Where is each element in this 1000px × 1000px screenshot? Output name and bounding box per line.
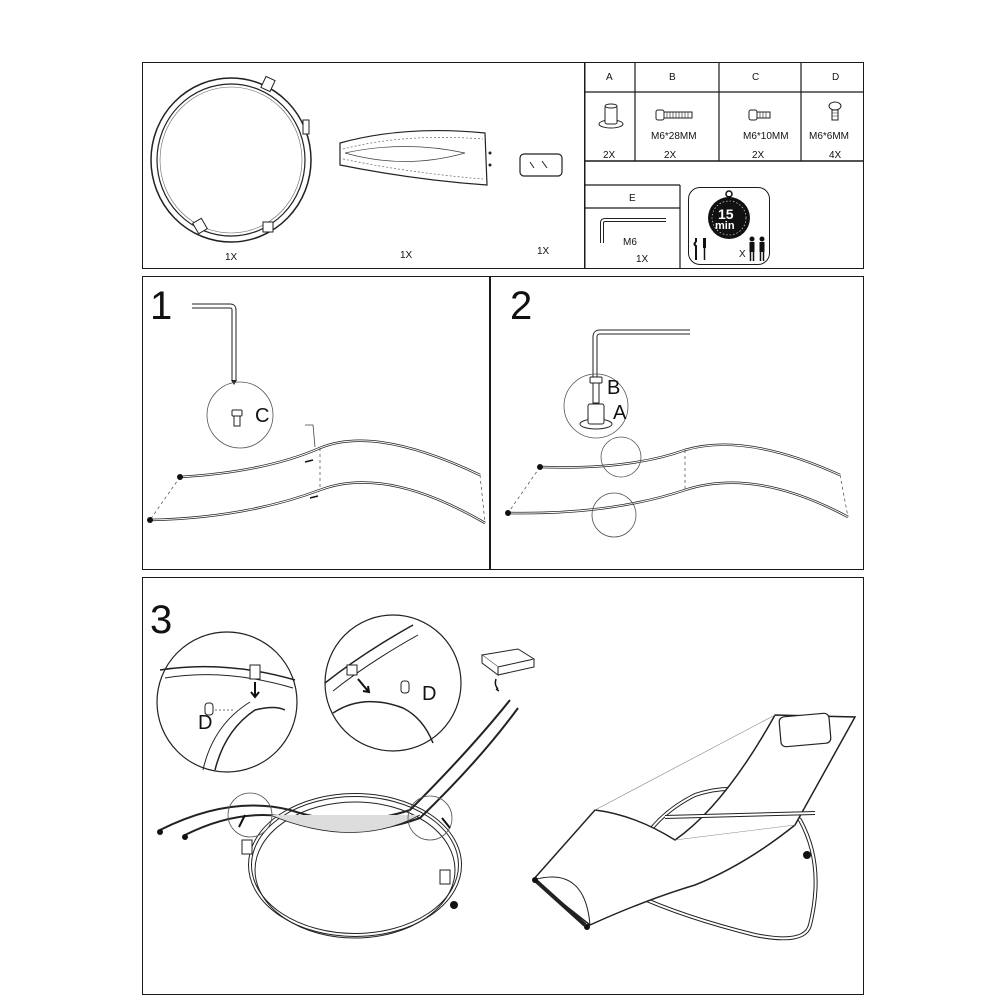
fabric-qty: 1X [400,250,413,261]
hardware-table-grid [584,62,864,269]
allen-key-icon [600,218,666,243]
time-unit: min [715,220,735,232]
hardware-qty-a: 2X [603,150,616,161]
step-1-detail-circle [206,381,274,449]
stopwatch-icon [708,190,750,239]
pillow-qty: 1X [537,246,550,257]
time-minutes: 15 [718,206,734,222]
step-3-callout-d-right: D [422,683,437,705]
time-badge [688,187,770,265]
hardware-qty-b: 2X [664,150,677,161]
hardware-letter-d: D [832,72,840,83]
step-1-allen-key [192,303,237,385]
hardware-qty-c: 2X [752,150,765,161]
step-2-callout-b: B [607,377,621,399]
screw-d-icon [828,101,842,121]
hardware-letter-a: A [606,72,613,83]
step-2-frame-rails [505,436,849,538]
step-3-callout-d-left: D [198,712,213,734]
people-multiplier: X [739,249,746,260]
step-3-panel [142,577,864,995]
steps-divider [489,276,491,570]
hardware-spec-c: M6*10MM [743,131,789,142]
step-1-frame-rails [147,424,486,525]
tool-qty: 1X [636,254,649,265]
step-2-number: 2 [510,284,533,328]
step-3-detail-circle-left [156,631,298,773]
hardware-letter-c: C [752,72,760,83]
step-3-pillow [480,648,536,692]
step-3-finished-lounger [531,712,857,941]
hardware-letter-b: B [669,72,676,83]
wrench-screwdriver-icon [693,238,706,260]
hardware-qty-d: 4X [829,150,842,161]
pillow-illustration [519,153,563,177]
steps-1-2-panel [142,276,864,570]
step-1-callout-c: C [255,405,270,427]
step-3-detail-circle-right [324,614,462,752]
hardware-spec-d: M6*6MM [809,131,850,142]
step-3-number: 3 [150,598,173,642]
fabric-sling-illustration [339,129,492,186]
frame-qty: 1X [225,252,238,263]
step-2-callout-a: A [613,402,627,424]
tool-letter: E [629,193,636,204]
bolt-b-icon [655,109,693,121]
hardware-spec-b: M6*28MM [651,131,697,142]
step-3-assembly-left [157,699,519,939]
tool-spec: M6 [623,237,637,248]
step-2-detail-circle [563,373,629,439]
step-1-number: 1 [150,284,173,328]
nut-a-icon [598,103,624,129]
two-people-icon [749,236,765,261]
bolt-c-icon [748,109,771,121]
parts-panel [142,62,864,269]
frame-ring-illustration [150,75,312,243]
step-2-allen-key [592,329,690,380]
